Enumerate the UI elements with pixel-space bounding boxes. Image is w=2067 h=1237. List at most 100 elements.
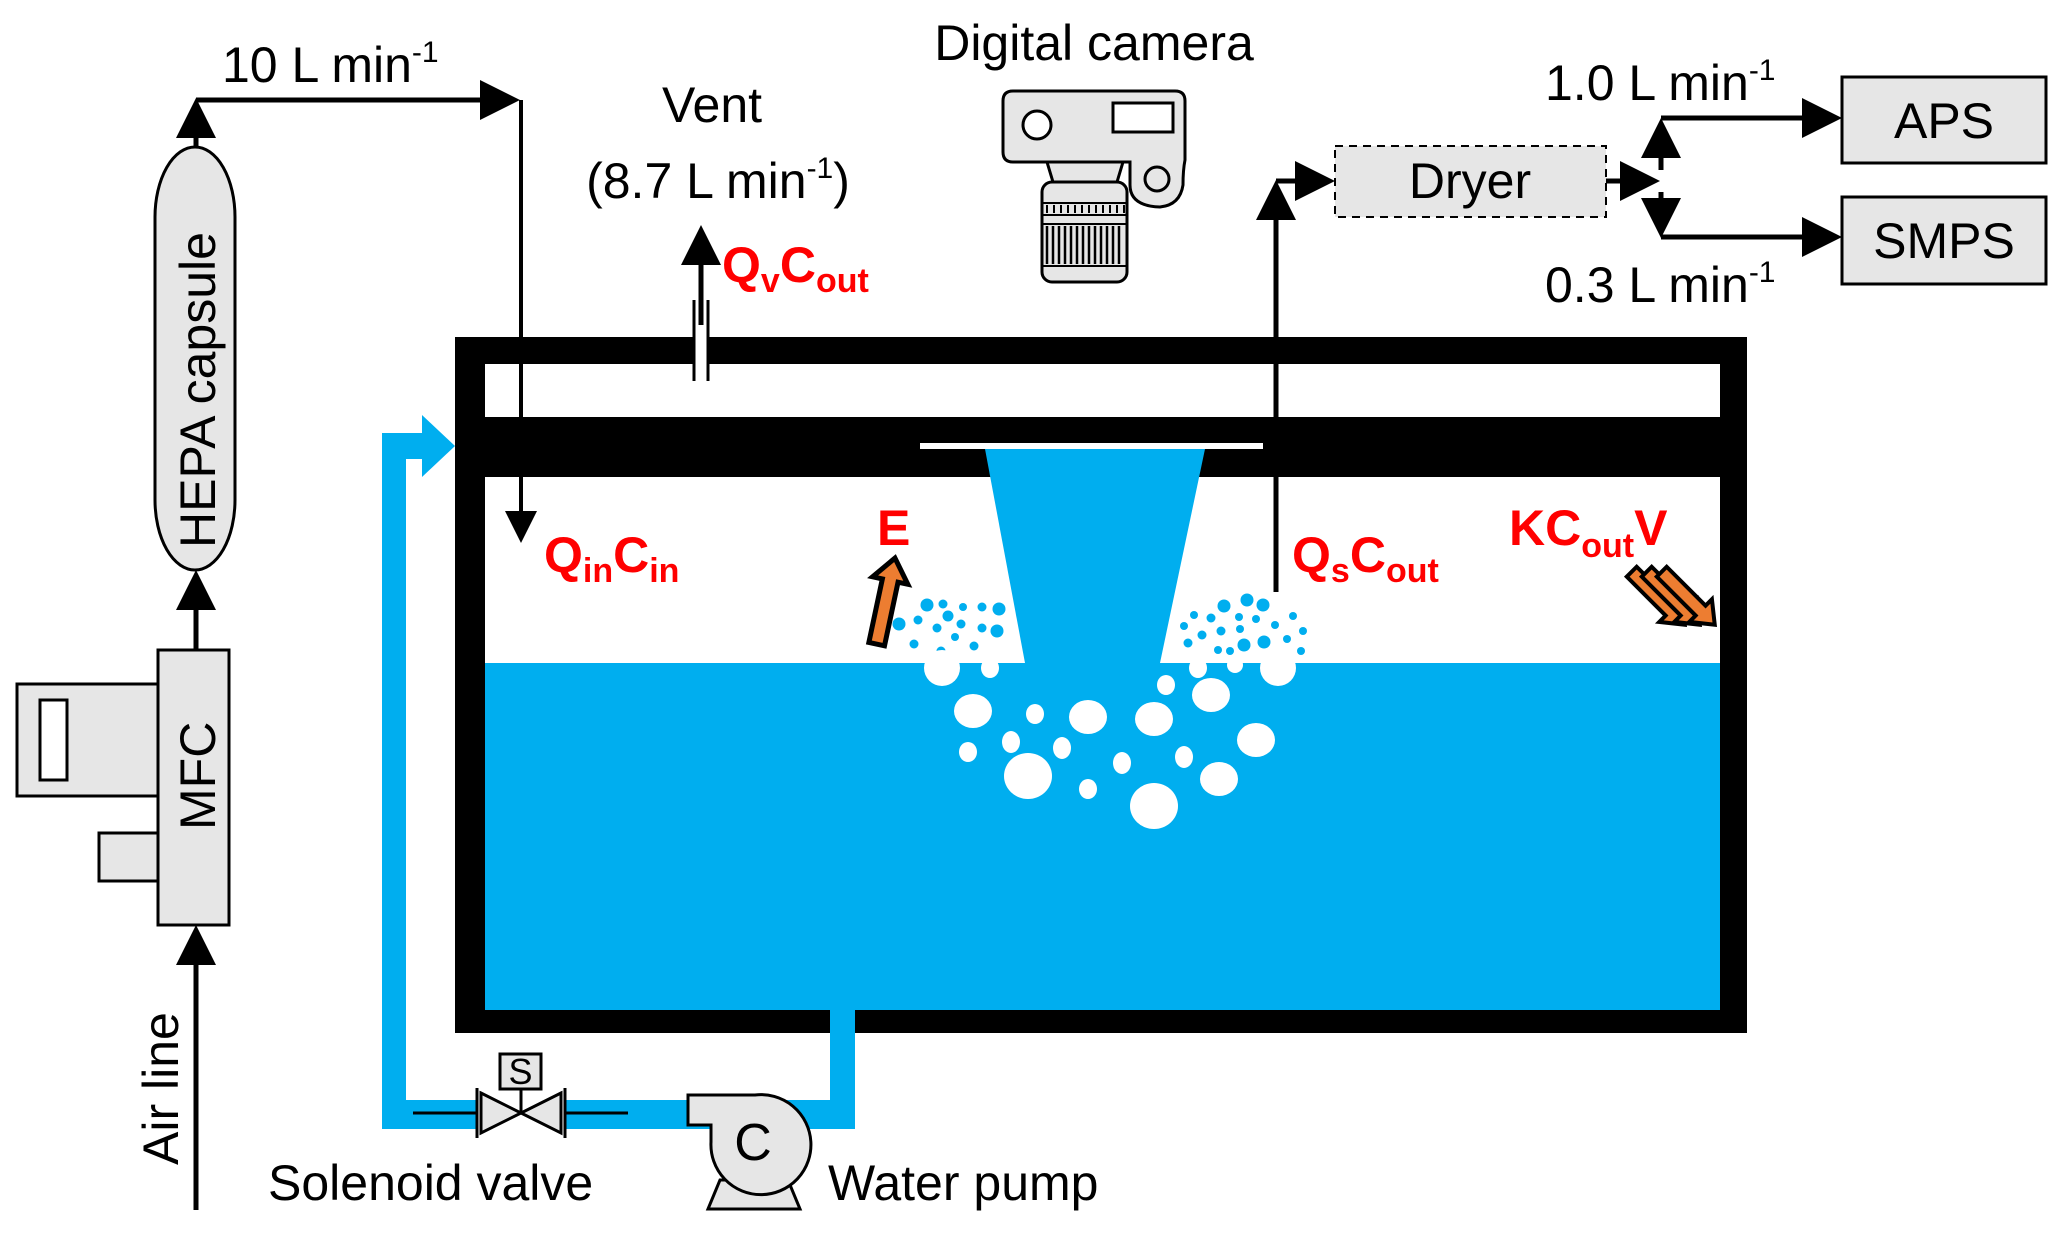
- solenoid-valve-icon: S: [413, 1051, 628, 1138]
- bubble: [1200, 762, 1238, 796]
- vent-tube-bore: [694, 300, 708, 380]
- aps-flow-label: 1.0 L min-1: [1545, 54, 1776, 111]
- wall-loss-arrows-icon: [1623, 563, 1718, 628]
- aerosol-droplets: [892, 593, 1307, 656]
- mfc-device: MFC: [15, 648, 231, 927]
- water-pump-icon: C: [686, 1093, 813, 1211]
- droplet: [1297, 647, 1305, 655]
- bubble: [1192, 678, 1230, 712]
- bubble: [1189, 658, 1207, 678]
- bubble: [1260, 650, 1296, 686]
- droplet: [1226, 647, 1234, 655]
- droplet: [1283, 635, 1291, 643]
- water-recirculation-loop: S C: [382, 415, 855, 1211]
- droplet: [1289, 612, 1297, 620]
- bubble: [1079, 779, 1097, 799]
- water-nozzle: [985, 449, 1205, 663]
- hepa-capsule: HEPA capsule: [153, 145, 237, 572]
- chamber: QvCout QinCin E QsCout KCoutV: [455, 161, 1747, 1033]
- top-plenum: [485, 364, 1720, 417]
- camera-label: Digital camera: [934, 15, 1254, 71]
- return-pipe-top: [382, 433, 426, 459]
- mfc-display-window: [38, 698, 69, 782]
- mfc-body: [156, 648, 231, 927]
- bubble: [1004, 753, 1052, 799]
- droplet: [942, 610, 954, 622]
- droplet: [1256, 598, 1270, 612]
- pump-symbol: C: [734, 1114, 772, 1172]
- smps-flow-label: 0.3 L min-1: [1545, 256, 1776, 313]
- bubble: [981, 658, 999, 678]
- nozzle-plate: [920, 443, 1263, 449]
- droplet: [1214, 646, 1222, 654]
- emission-arrow-icon: [865, 554, 913, 649]
- bubble: [1135, 702, 1173, 736]
- bubble: [1113, 752, 1131, 774]
- aps-box: [1840, 75, 2048, 165]
- droplet: [990, 624, 1004, 638]
- vent-flow-label: (8.7 L min-1): [586, 152, 850, 209]
- droplet: [1252, 615, 1260, 623]
- air-supply-line: Air line MFC HEPA capsule 10 L min-1: [15, 36, 537, 1210]
- smps-instrument: SMPS: [1840, 195, 2048, 286]
- droplet: [1216, 626, 1226, 636]
- air-line-label: Air line: [133, 1012, 189, 1165]
- droplet: [992, 602, 1006, 616]
- droplet: [892, 617, 906, 631]
- droplet: [1271, 621, 1279, 629]
- dryer-label: Dryer: [1409, 153, 1531, 209]
- mfc-connector: [97, 831, 164, 883]
- bubble: [954, 694, 992, 728]
- droplet: [977, 623, 987, 633]
- mfc-label: MFC: [170, 722, 226, 830]
- bubble: [1157, 675, 1175, 695]
- bubble: [1026, 704, 1044, 724]
- water-pump-label: Water pump: [828, 1155, 1098, 1211]
- droplet: [1197, 630, 1207, 640]
- bubble: [1237, 723, 1275, 757]
- dryer: Dryer: [1334, 145, 1607, 218]
- dryer-box: [1334, 145, 1607, 218]
- droplet: [1180, 622, 1188, 630]
- droplet: [932, 623, 942, 633]
- vent-label: Vent: [662, 77, 762, 133]
- return-arrow-icon: [422, 415, 455, 477]
- bubble: [959, 742, 977, 762]
- bubble: [1069, 700, 1107, 734]
- droplet: [969, 641, 979, 651]
- droplet: [1236, 625, 1244, 633]
- smps-box: [1840, 195, 2048, 286]
- aps-label: APS: [1894, 93, 1994, 149]
- bubble: [1002, 731, 1020, 753]
- droplet: [920, 598, 934, 612]
- water-bubbles: [924, 650, 1296, 829]
- bubble: [924, 650, 960, 686]
- solenoid-symbol: S: [508, 1051, 532, 1092]
- emission-term: E: [877, 500, 910, 556]
- droplet: [909, 639, 919, 649]
- hepa-label: HEPA capsule: [170, 232, 226, 548]
- digital-camera-icon: [1001, 89, 1187, 284]
- bubble: [1130, 783, 1178, 829]
- vent-term: QvCout: [722, 237, 869, 300]
- droplet: [913, 615, 923, 625]
- inlet-flow-label: 10 L min-1: [222, 36, 439, 93]
- bubble: [1053, 737, 1071, 759]
- droplet: [1206, 613, 1216, 623]
- bubble: [1227, 657, 1243, 673]
- droplet: [938, 599, 948, 609]
- sample-term: QsCout: [1292, 527, 1439, 590]
- solenoid-valve-label: Solenoid valve: [268, 1155, 593, 1211]
- return-pipe: [382, 433, 406, 1129]
- droplet: [1217, 599, 1231, 613]
- droplet: [1190, 611, 1198, 619]
- droplet: [1183, 638, 1193, 648]
- droplet: [951, 633, 959, 641]
- vent-tube: [681, 225, 721, 381]
- smps-label: SMPS: [1873, 213, 2015, 269]
- droplet: [956, 619, 966, 629]
- droplet: [1240, 593, 1254, 607]
- droplet: [1237, 638, 1251, 652]
- droplet: [977, 602, 987, 612]
